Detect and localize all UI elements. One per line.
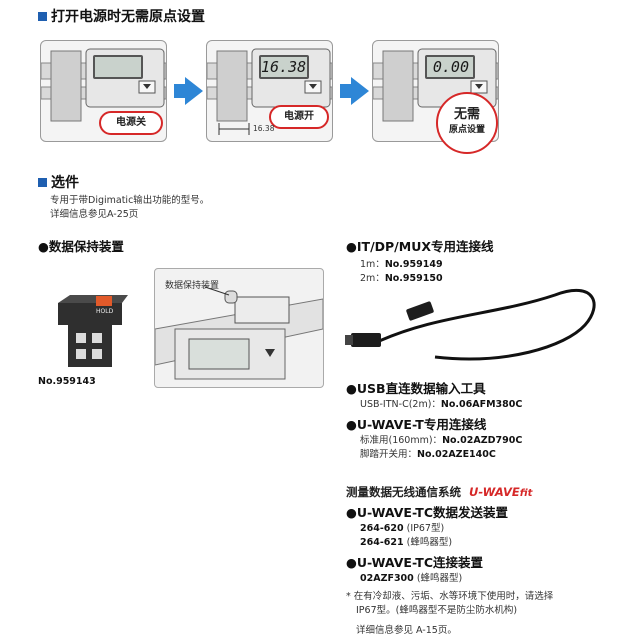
caliper-display — [93, 55, 143, 79]
section-power-on-header: 打开电源时无需原点设置 — [38, 6, 205, 26]
cable-line1: 1m：No.959149 — [360, 259, 443, 270]
uwave-t-line1: 标准用(160mm)：No.02AZD790C — [360, 435, 523, 446]
cable-connector-icon — [345, 285, 605, 375]
section-options-header: 选件 — [38, 172, 79, 192]
section-marker-icon — [38, 177, 47, 187]
uwave-t-title: ●U-WAVE-T专用连接线 — [346, 417, 487, 432]
power-on-label: 电源开 — [269, 105, 329, 129]
badge-line2: 原点设置 — [448, 125, 485, 135]
section-title: 选件 — [51, 175, 79, 191]
data-hold-callout: 数据保持装置 — [165, 281, 220, 291]
caliper-panel-power-off: 电源关 — [40, 40, 167, 142]
right-arrow-icon — [185, 77, 203, 105]
options-desc-line2: 详细信息参见A-25页 — [50, 209, 139, 220]
uwave-tc-tx-line1: 264-620 (IP67型) — [360, 523, 445, 534]
uwave-fit-logo: U-WAVE — [469, 485, 520, 499]
usb-line: USB-ITN-C(2m)：No.06AFM380C — [360, 399, 523, 410]
cable-title: ●IT/DP/MUX专用连接线 — [346, 239, 494, 254]
note-line3: 详细信息参见 A-15页。 — [356, 625, 457, 636]
hold-text: HOLD — [96, 308, 114, 315]
cable-line2: 2m：No.959150 — [360, 273, 443, 284]
uwave-tc-tx-title: ●U-WAVE-TC数据发送装置 — [346, 505, 508, 520]
wireless-heading: 测量数据无线通信系统 U-WAVEfit — [346, 485, 533, 499]
usb-title: ●USB直连数据输入工具 — [346, 381, 486, 396]
caliper-display: 0.00 — [425, 55, 475, 79]
no-origin-badge: 无需 原点设置 — [436, 92, 498, 154]
caliper-panel-power-on: 16.38 电源开 16.38 — [206, 40, 333, 142]
data-hold-illustration: 数据保持装置 — [154, 268, 324, 388]
uwave-tc-conn-title: ●U-WAVE-TC连接装置 — [346, 555, 483, 570]
power-off-label: 电源关 — [99, 111, 163, 135]
uwave-tc-tx-line2: 264-621 (蜂鸣器型) — [360, 537, 453, 548]
data-hold-part-no: No.959143 — [38, 376, 96, 387]
uwave-t-line2: 脚踏开关用：No.02AZE140C — [360, 449, 496, 460]
right-arrow-icon — [340, 84, 352, 98]
options-desc-line1: 专用于带Digimatic输出功能的型号。 — [50, 195, 210, 206]
hold-device-icon: HOLD — [52, 295, 128, 369]
note-line1: * 在有冷却液、污垢、水等环境下使用时，请选择 — [346, 591, 554, 602]
uwave-tc-conn-line: 02AZF300 (蜂鸣器型) — [360, 573, 463, 584]
right-arrow-icon — [174, 84, 186, 98]
note-line2: IP67型。(蜂鸣器型不是防尘防水机构) — [356, 605, 518, 616]
right-arrow-icon — [351, 77, 369, 105]
section-title: 打开电源时无需原点设置 — [51, 9, 205, 25]
uwave-fit-logo-suffix: fit — [519, 488, 533, 499]
data-hold-title: ●数据保持装置 — [38, 239, 124, 254]
caliper-display: 16.38 — [259, 55, 309, 79]
dimension-label: 16.38 — [253, 124, 275, 133]
section-marker-icon — [38, 11, 47, 21]
badge-line1: 无需 — [453, 107, 480, 122]
